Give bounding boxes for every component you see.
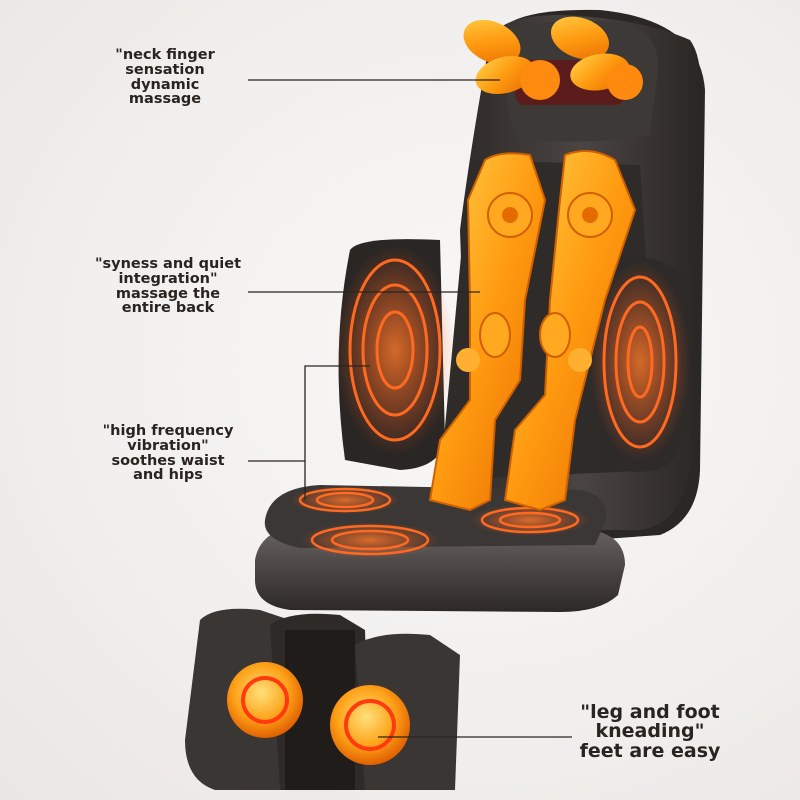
seat-cushion [255, 485, 625, 612]
leg-rest [185, 608, 460, 790]
back-callout-line: massage the [115, 285, 221, 302]
neck-callout-line: "neck finger [115, 47, 215, 63]
neck-massage-callout: "neck finger sensation dynamic massage [100, 48, 230, 107]
waist-vibration-callout: "high frequency vibration" soothes waist… [88, 424, 248, 483]
neck-roller-icon [463, 16, 643, 105]
neck-callout-line: sensation [125, 61, 205, 78]
waist-callout-line: "high frequency [102, 423, 234, 439]
back-callout-line: "syness and quiet [94, 256, 242, 272]
leg-callout-line: kneading" [595, 720, 705, 743]
waist-callout-line: soothes waist [111, 452, 225, 469]
waist-callout-line: vibration" [127, 437, 209, 454]
callout-lines [248, 79, 572, 738]
leg-kneading-callout: "leg and foot kneading" feet are easy [570, 701, 730, 762]
back-massage-callout: "syness and quiet integration" massage t… [88, 257, 248, 316]
back-callout-line: integration" [118, 270, 218, 287]
waist-callout-line: and hips [133, 467, 203, 484]
leg-kneading-roller-icon [227, 662, 410, 765]
leg-callout-line: "leg and foot [580, 701, 720, 723]
neck-callout-line: massage [128, 91, 202, 108]
neck-callout-line: dynamic [130, 76, 200, 93]
heat-pad-icon [335, 245, 690, 462]
back-roller-icon [428, 150, 637, 512]
back-callout-line: entire back [121, 300, 215, 317]
leg-callout-line: feet are easy [579, 739, 721, 762]
